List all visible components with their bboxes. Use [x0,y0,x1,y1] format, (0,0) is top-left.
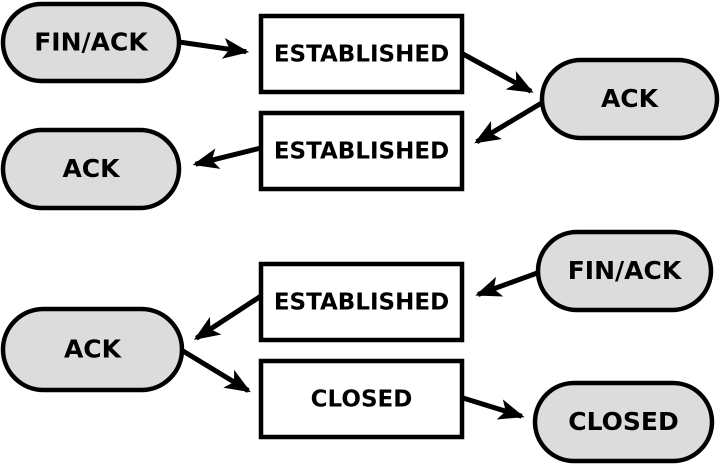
node-label: CLOSED [568,407,678,436]
node-pill-shape [535,229,714,313]
node-box-shape [258,261,465,343]
bottom-group-nodes: FIN/ACK ESTABLISHED ACK CLOSED CLOSED [0,229,715,464]
node-pill-shape [0,1,182,84]
top-group-edges [178,38,547,169]
edge-n2-to-n3 [461,51,534,94]
node-pill-shape [532,380,715,464]
top-group-nodes: FIN/ACK ESTABLISHED ACK ESTABLISHED ACK [0,1,720,211]
node-label: ESTABLISHED [274,42,449,68]
node-established-n4[interactable]: ESTABLISHED [258,110,465,192]
node-label: ESTABLISHED [274,290,449,316]
node-label: ESTABLISHED [274,139,449,165]
node-pill-shape [0,127,182,211]
node-fin-ack-n6[interactable]: FIN/ACK [535,229,714,313]
node-established-n7[interactable]: ESTABLISHED [258,261,465,343]
edge-n4-to-n5 [192,145,262,169]
node-closed-n9[interactable]: CLOSED [258,358,465,440]
node-label: ACK [601,84,660,113]
edge-n6-to-n7 [475,269,541,297]
node-closed-n10[interactable]: CLOSED [532,380,715,464]
node-box-shape [258,13,465,95]
node-label: CLOSED [311,387,413,413]
node-pill-shape [539,57,720,141]
node-pill-shape [0,306,185,393]
edge-n7-to-n8 [193,293,263,341]
node-fin-ack-n1[interactable]: FIN/ACK [0,1,182,84]
node-label: FIN/ACK [34,28,149,57]
bottom-group-edges [181,269,541,420]
node-box-shape [258,358,465,440]
edge-n1-to-n2 [178,38,250,59]
node-ack-n5[interactable]: ACK [0,127,182,211]
edge-n8-to-n9 [181,348,251,393]
edges-layer [178,38,547,420]
node-ack-n8[interactable]: ACK [0,306,185,393]
node-ack-n3[interactable]: ACK [539,57,720,141]
node-established-n2[interactable]: ESTABLISHED [258,13,465,95]
edge-n9-to-n10 [462,395,525,420]
edge-n3-to-n4 [474,98,547,144]
node-label: ACK [64,335,123,364]
node-box-shape [258,110,465,192]
node-label: ACK [62,154,121,183]
node-label: FIN/ACK [568,256,683,285]
